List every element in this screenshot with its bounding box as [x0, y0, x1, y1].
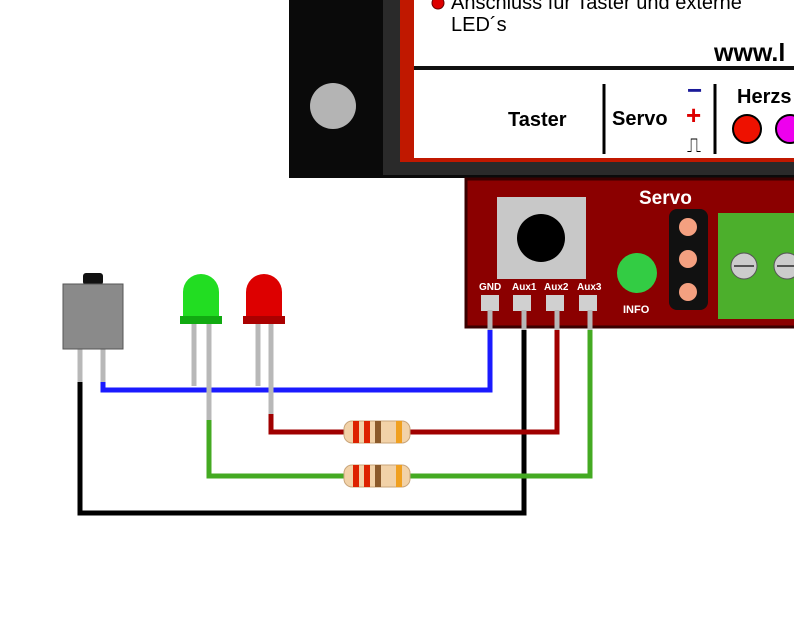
pin-aux1: [513, 295, 531, 311]
component-leads: [77, 310, 593, 420]
wire-blue-gnd: [100, 310, 493, 393]
pin-label-aux2: Aux2: [544, 282, 569, 293]
section-taster-label: Taster: [508, 109, 567, 131]
resistor-icon: [343, 464, 411, 488]
pin-label-aux3: Aux3: [577, 282, 602, 293]
minus-icon: −: [687, 75, 702, 105]
feature-text-line1: Anschluss für Taster und externe: [451, 0, 742, 14]
section-servo-label: Servo: [612, 108, 668, 130]
servo-module: Servo INFO GND Aux1 Aux2 Aux3: [464, 177, 794, 329]
push-button[interactable]: [517, 214, 565, 262]
servo-title: Servo: [639, 188, 692, 209]
website-url: www.l: [713, 39, 785, 67]
pin-aux3: [579, 295, 597, 311]
info-label: INFO: [623, 304, 650, 316]
green-led-icon: [180, 274, 222, 324]
red-indicator-icon: [732, 114, 762, 144]
feature-text-line2: LED´s: [451, 14, 507, 36]
red-led-icon: [243, 274, 285, 324]
mounting-hole: [310, 83, 356, 129]
section-herz-label: Herzs: [737, 86, 791, 108]
pulse-icon: ⎍: [687, 135, 701, 157]
plus-icon: +: [686, 100, 701, 130]
magenta-indicator-icon: [775, 114, 794, 144]
pin-label-aux1: Aux1: [512, 282, 537, 293]
bullet-icon: [431, 0, 445, 10]
wires: [77, 310, 593, 516]
wire-black-aux1: [77, 310, 527, 516]
pin-gnd: [481, 295, 499, 311]
pin-aux2: [546, 295, 564, 311]
main-board: Anschluss für Taster und externe LED´s w…: [289, 0, 794, 178]
info-led-icon: [617, 253, 657, 293]
pin-label-gnd: GND: [479, 282, 501, 293]
wire-green-aux3: [206, 310, 593, 479]
resistor-icon: [343, 420, 411, 444]
external-push-button: [62, 273, 124, 350]
